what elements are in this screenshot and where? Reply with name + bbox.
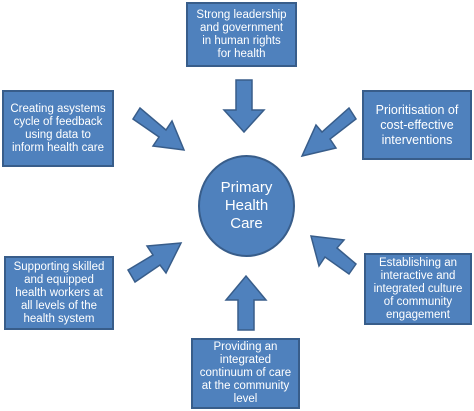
arrow-bottom-left: [126, 242, 183, 284]
arrow-bottom-right: [309, 235, 358, 276]
arrow-top-right: [300, 106, 358, 158]
box-health-workers-text: Supporting skilled and equipped health w…: [13, 260, 105, 325]
hub-primary-health-care: Primary Health Care: [198, 155, 295, 257]
arrow-bottom: [224, 274, 268, 331]
box-strong-leadership-text: Strong leadership and government in huma…: [196, 8, 287, 60]
arrow-top-left: [131, 106, 186, 151]
box-prioritisation: Prioritisation of cost-effective interve…: [362, 90, 472, 160]
box-feedback-cycle: Creating asystems cycle of feedback usin…: [2, 90, 114, 167]
box-community-engagement-text: Establishing an interactive and integrat…: [373, 256, 463, 321]
box-continuum-of-care: Providing an integrated continuum of car…: [191, 338, 300, 409]
box-prioritisation-text: Prioritisation of cost-effective interve…: [375, 102, 459, 147]
box-health-workers: Supporting skilled and equipped health w…: [4, 256, 114, 330]
hub-label: Primary Health Care: [220, 179, 273, 232]
box-strong-leadership: Strong leadership and government in huma…: [186, 2, 297, 67]
box-continuum-of-care-text: Providing an integrated continuum of car…: [199, 341, 292, 405]
arrow-top: [222, 79, 266, 134]
box-feedback-cycle-text: Creating asystems cycle of feedback usin…: [10, 102, 106, 154]
box-community-engagement: Establishing an interactive and integrat…: [364, 253, 472, 325]
